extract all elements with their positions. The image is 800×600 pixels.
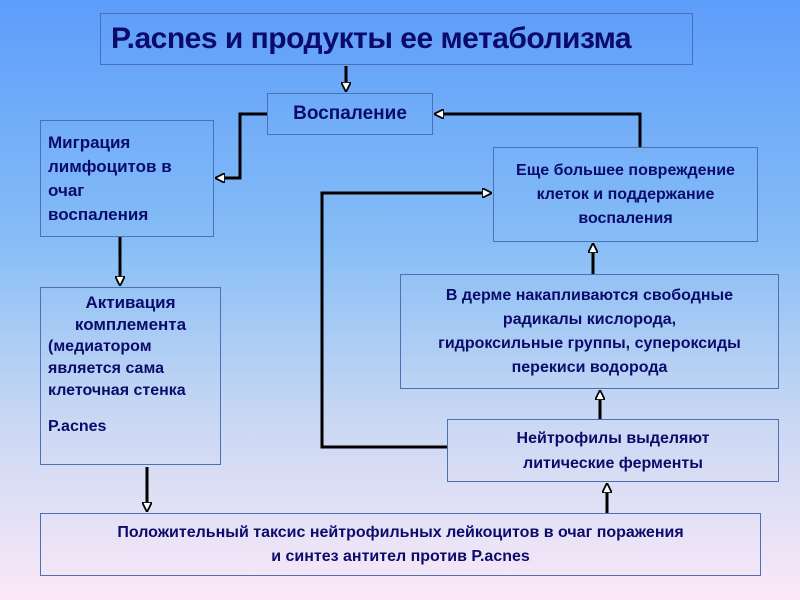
activation-line: является сама: [48, 360, 164, 377]
damage-line: Еще большее повреждение: [516, 161, 735, 179]
activation-line: клеточная стенка: [48, 382, 186, 399]
derm-line: перекиси водорода: [511, 358, 668, 376]
further-damage-box: Еще большее повреждение клеток и поддерж…: [493, 147, 758, 242]
migration-line: Миграция: [48, 132, 131, 152]
migration-line: лимфоцитов в: [48, 156, 172, 176]
damage-line: клеток и поддержание: [536, 185, 715, 203]
derm-line: радикалы кислорода,: [502, 310, 677, 328]
title-text: P.acnes и продукты ее метаболизма: [111, 22, 632, 55]
neutrophils-box: Нейтрофилы выделяют литические ферменты: [447, 419, 779, 482]
derm-radicals-box: В дерме накапливаются свободные радикалы…: [400, 274, 779, 389]
derm-line: гидроксильные группы, супероксиды: [438, 334, 741, 352]
neutrophils-line: Нейтрофилы выделяют: [516, 429, 710, 447]
inflammation-text: Воспаление: [293, 103, 407, 124]
activation-line: (медиатором: [48, 338, 152, 355]
taxis-line: Положительный таксис нейтрофильных лейко…: [117, 523, 684, 541]
migration-line: воспаления: [48, 204, 149, 224]
migration-line: очаг: [48, 180, 85, 200]
title-box: P.acnes и продукты ее метаболизма: [100, 13, 693, 65]
derm-line: В дерме накапливаются свободные: [445, 286, 734, 304]
activation-footer: P.acnes: [48, 418, 107, 435]
complement-activation-box: Активация комплемента (медиатором являет…: [40, 287, 221, 465]
activation-heading: Активация: [85, 293, 176, 312]
activation-heading: комплемента: [74, 315, 187, 334]
inflammation-box: Воспаление: [267, 93, 433, 135]
taxis-line: и синтез антител против P.acnes: [271, 547, 530, 565]
neutrophils-line: литические ферменты: [523, 454, 703, 472]
arrow-inflammation-to-migration: [216, 112, 267, 178]
damage-line: воспаления: [578, 209, 673, 227]
taxis-box: Положительный таксис нейтрофильных лейко…: [40, 513, 761, 576]
arrow-damage-to-inflammation: [435, 114, 642, 147]
arrow-neutrophils-to-damage: [320, 193, 491, 449]
migration-box: Миграция лимфоцитов в очаг воспаления: [40, 120, 214, 237]
